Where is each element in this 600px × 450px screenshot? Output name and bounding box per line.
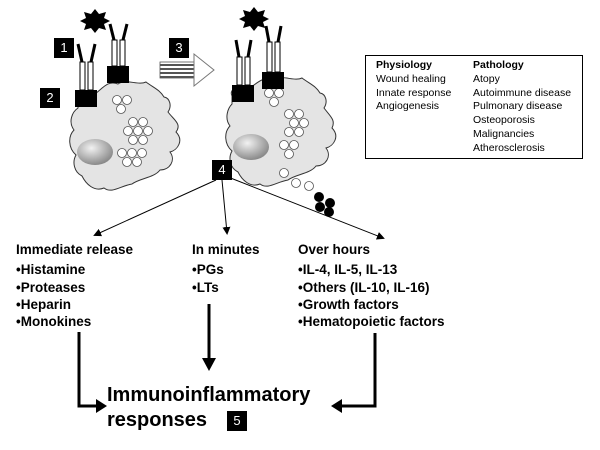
outcome-label: Immunoinflammatory responses	[107, 383, 310, 433]
pathology-column: Pathology Atopy Autoimmune disease Pulmo…	[473, 59, 571, 156]
arrow-to-minutes	[221, 179, 231, 235]
nucleus-right	[233, 134, 269, 160]
pathology-item: Osteoporosis	[473, 114, 535, 127]
hours-item: •Hematopoietic factors	[298, 314, 445, 330]
pathology-item: Autoimmune disease	[473, 86, 572, 99]
pathology-item: Malignancies	[473, 127, 535, 140]
physiology-title: Physiology	[376, 59, 433, 71]
physiology-item: Innate response	[376, 86, 452, 99]
conditions-box: Physiology Wound healing Innate response…	[365, 55, 583, 159]
physiology-item: Angiogenesis	[376, 100, 440, 113]
starburst-icon-right	[239, 7, 269, 31]
outcome-line-2: responses	[107, 409, 208, 431]
ige-receptor-left-2	[107, 23, 129, 83]
hours-item: •Others (IL-10, IL-16)	[298, 279, 430, 295]
nucleus-left	[77, 139, 113, 165]
step-2-badge: 2	[40, 88, 60, 108]
minutes-title: In minutes	[192, 242, 260, 257]
immediate-item: •Heparin	[16, 296, 71, 312]
thick-arrows	[77, 304, 377, 408]
hours-list: Over hours •IL-4, IL-5, IL-13 •Others (I…	[298, 241, 445, 330]
ige-receptor-right-1	[232, 39, 254, 102]
step-4-badge: 4	[212, 160, 232, 180]
granules-right	[264, 88, 314, 191]
immediate-item: •Monokines	[16, 314, 92, 330]
physiology-item: Wound healing	[376, 72, 446, 85]
immediate-item: •Histamine	[16, 262, 86, 278]
outcome-line-1: Immunoinflammatory	[107, 384, 311, 406]
hours-item: •IL-4, IL-5, IL-13	[298, 262, 398, 278]
step-5-badge: 5	[227, 411, 247, 431]
thick-arrow-heads	[96, 358, 342, 413]
step-1-badge: 1	[54, 38, 74, 58]
minutes-list: In minutes •PGs •LTs	[192, 241, 260, 296]
pathology-item: Atherosclerosis	[473, 141, 545, 154]
hours-title: Over hours	[298, 242, 371, 257]
arrow-to-immediate	[93, 179, 217, 237]
immediate-release-title: Immediate release	[16, 242, 134, 257]
striped-arrow-icon	[159, 52, 215, 88]
step-3-badge: 3	[169, 38, 189, 58]
pathology-title: Pathology	[473, 59, 524, 71]
ige-receptor-left-1	[75, 43, 97, 107]
pathology-item: Atopy	[473, 72, 500, 85]
pathology-item: Pulmonary disease	[473, 100, 563, 113]
hours-item: •Growth factors	[298, 296, 399, 312]
arrow-to-hours	[227, 176, 385, 240]
ige-receptor-right-2	[262, 25, 284, 89]
immediate-item: •Proteases	[16, 279, 86, 295]
minutes-item: •PGs	[192, 262, 224, 278]
released-granules	[314, 192, 335, 217]
granules-left	[112, 95, 153, 167]
starburst-icon	[80, 9, 110, 33]
minutes-item: •LTs	[192, 279, 219, 295]
physiology-column: Physiology Wound healing Innate response…	[376, 59, 451, 114]
immediate-release-list: Immediate release •Histamine •Proteases …	[16, 241, 133, 330]
